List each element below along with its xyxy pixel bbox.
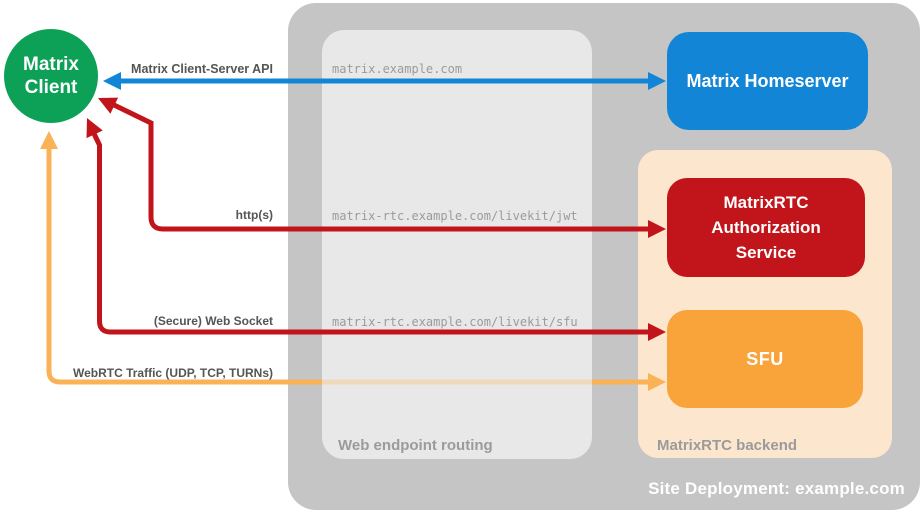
node-matrixrtc-authorization-service: MatrixRTC Authorization Service <box>667 178 865 277</box>
endpoint-matrix-example-com: matrix.example.com <box>332 62 463 76</box>
node-sfu-label: SFU <box>746 348 784 369</box>
node-auth-service-label: MatrixRTC Authorization Service <box>711 193 821 262</box>
arrowhead-api-to-client <box>103 72 121 90</box>
node-matrix-homeserver: Matrix Homeserver <box>667 32 868 130</box>
node-sfu: SFU <box>667 310 863 408</box>
endpoint-livekit-jwt: matrix-rtc.example.com/livekit/jwt <box>332 209 578 223</box>
arrow-webrtc-shaft-left <box>46 146 322 385</box>
site-deployment-label: Site Deployment: example.com <box>648 479 905 498</box>
node-matrix-client-label: Matrix Client <box>23 54 79 98</box>
web-endpoint-routing-label: Web endpoint routing <box>338 437 493 454</box>
edge-label-webrtc-traffic: WebRTC Traffic (UDP, TCP, TURNs) <box>72 366 273 380</box>
node-matrix-homeserver-label: Matrix Homeserver <box>686 70 849 91</box>
arrowhead-webrtc-to-client <box>40 131 58 149</box>
node-matrix-client: Matrix Client <box>4 29 98 123</box>
edge-label-client-server-api: Matrix Client-Server API <box>131 62 273 76</box>
web-endpoint-routing-box <box>322 30 592 459</box>
arrowhead-http-to-client <box>98 97 119 114</box>
endpoint-livekit-sfu: matrix-rtc.example.com/livekit/sfu <box>332 315 578 329</box>
edge-label-http: http(s) <box>235 208 273 222</box>
arrowhead-websocket-to-client <box>86 118 103 139</box>
edge-label-websocket: (Secure) Web Socket <box>153 314 273 328</box>
matrixrtc-backend-label: MatrixRTC backend <box>657 437 798 454</box>
